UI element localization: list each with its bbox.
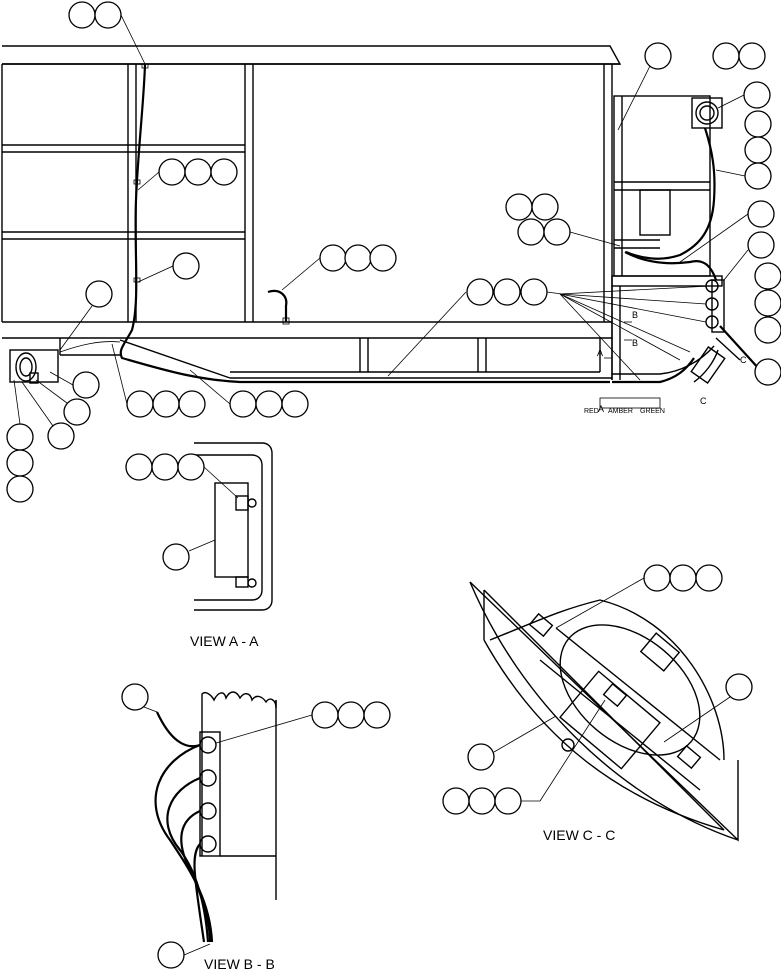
section-mark-a-upper: A (597, 348, 603, 358)
view-c-c-label: VIEW C - C (543, 827, 615, 843)
section-mark-b-lower: B (632, 338, 638, 348)
view-a-a: VIEW A - A (125, 442, 273, 649)
green-wire-label: GREEN (640, 408, 665, 415)
view-b-b: VIEW B - B (121, 683, 391, 972)
section-mark-b-upper: B (632, 310, 638, 320)
main-callouts (6, 1, 781, 503)
section-mark-a-lower: A (598, 404, 604, 414)
view-a-a-label: VIEW A - A (190, 633, 259, 649)
amber-wire-label: AMBER (608, 408, 633, 415)
main-assembly: RED AMBER GREEN A A B B C C (1, 45, 761, 415)
section-mark-c-upper: C (740, 355, 747, 365)
view-c-c: VIEW C - C (442, 564, 753, 843)
section-mark-c-lower: C (700, 396, 707, 406)
view-b-b-label: VIEW B - B (204, 956, 275, 972)
red-wire-label: RED (584, 408, 599, 415)
